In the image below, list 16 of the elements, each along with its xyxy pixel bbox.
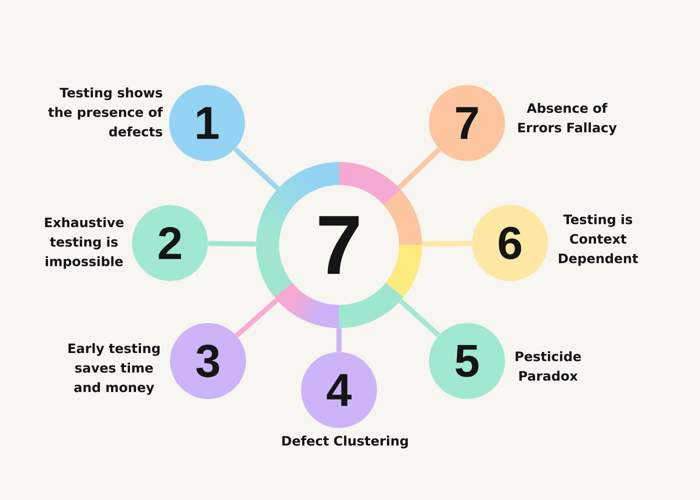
connector-line bbox=[336, 328, 342, 352]
step-label: Defect Clustering bbox=[282, 436, 408, 448]
step-label: Early testing saves time and money bbox=[68, 343, 160, 395]
number-ring: 7 bbox=[256, 162, 422, 328]
step-label: Testing shows the presence of defects bbox=[48, 87, 163, 137]
connector-line bbox=[398, 299, 440, 338]
connector-line bbox=[233, 147, 280, 190]
step-label: Absence of Errors Fallacy bbox=[518, 102, 617, 136]
step-label: Exhaustive testing is impossible bbox=[45, 217, 124, 269]
step-label: Testing is Context Dependent bbox=[558, 214, 638, 266]
connector-line bbox=[234, 298, 278, 338]
step-label: Pesticide Paradox bbox=[516, 351, 581, 381]
node-label: 7 bbox=[319, 216, 359, 274]
connector-line bbox=[398, 148, 442, 190]
connector-line bbox=[422, 240, 472, 247]
connector-line bbox=[208, 240, 256, 247]
